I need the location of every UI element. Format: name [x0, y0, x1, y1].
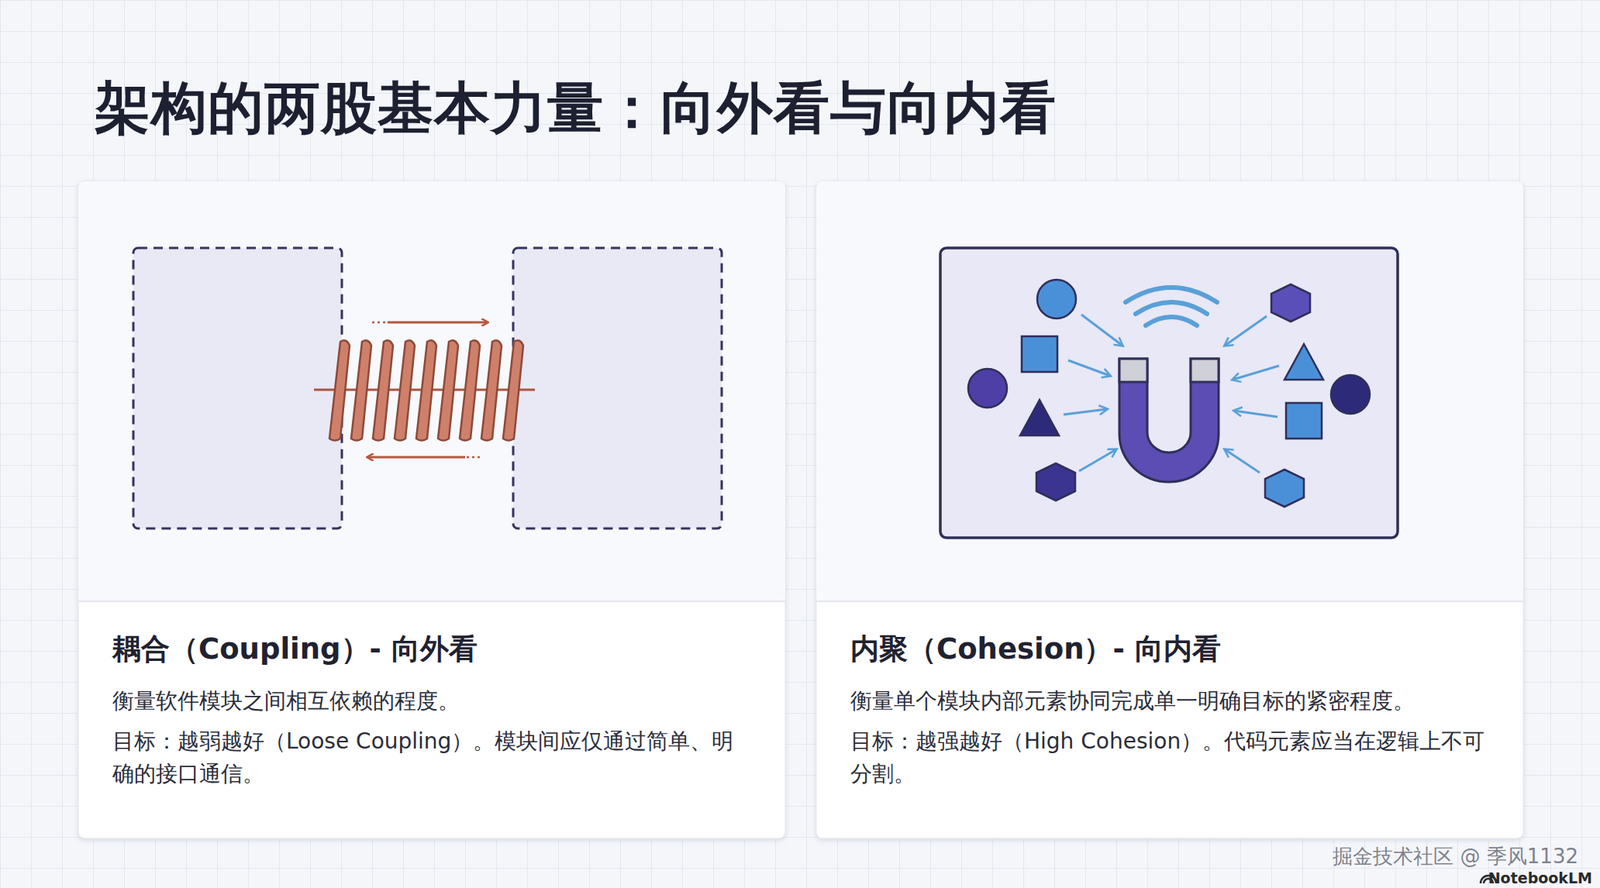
- spring-coil: [481, 340, 502, 441]
- spring-coil: [416, 340, 437, 441]
- spring-coil: [329, 340, 350, 441]
- card-body: 目标：越强越好（High Cohesion）。代码元素应当在逻辑上不可分割。: [850, 725, 1493, 791]
- spring-coil: [437, 340, 459, 441]
- card-body: 衡量软件模块之间相互依赖的程度。: [112, 685, 755, 718]
- coupling-illustration: [133, 248, 722, 529]
- card-background: [78, 181, 1524, 839]
- spring-coil: [351, 340, 372, 441]
- spring-coil: [503, 340, 524, 441]
- spring-coil: [329, 340, 524, 441]
- cohesion-illustration: [940, 248, 1398, 538]
- spring-coil: [372, 340, 394, 441]
- title: 架构的两股基本力量：向外看与向内看: [94, 71, 1057, 146]
- spring-coil: [459, 340, 480, 441]
- card-body: 目标：越弱越好（Loose Coupling）。模块间应仅通过简单、明确的接口通…: [112, 725, 755, 791]
- card-body: 衡量单个模块内部元素协同完成单一明确目标的紧密程度。: [850, 685, 1493, 718]
- watermark: 掘金技术社区 @ 季风1132: [1332, 843, 1579, 871]
- spring-coil: [394, 340, 415, 441]
- card-heading: 耦合（Coupling）- 向外看: [112, 631, 755, 669]
- concept-card: 内聚（Cohesion）- 向内看衡量单个模块内部元素协同完成单一明确目标的紧密…: [816, 601, 1524, 839]
- concept-card: 耦合（Coupling）- 向外看衡量软件模块之间相互依赖的程度。目标：越弱越好…: [78, 601, 786, 839]
- brand-label: NotebookLM: [1488, 869, 1593, 887]
- card-heading: 内聚（Cohesion）- 向内看: [850, 631, 1493, 669]
